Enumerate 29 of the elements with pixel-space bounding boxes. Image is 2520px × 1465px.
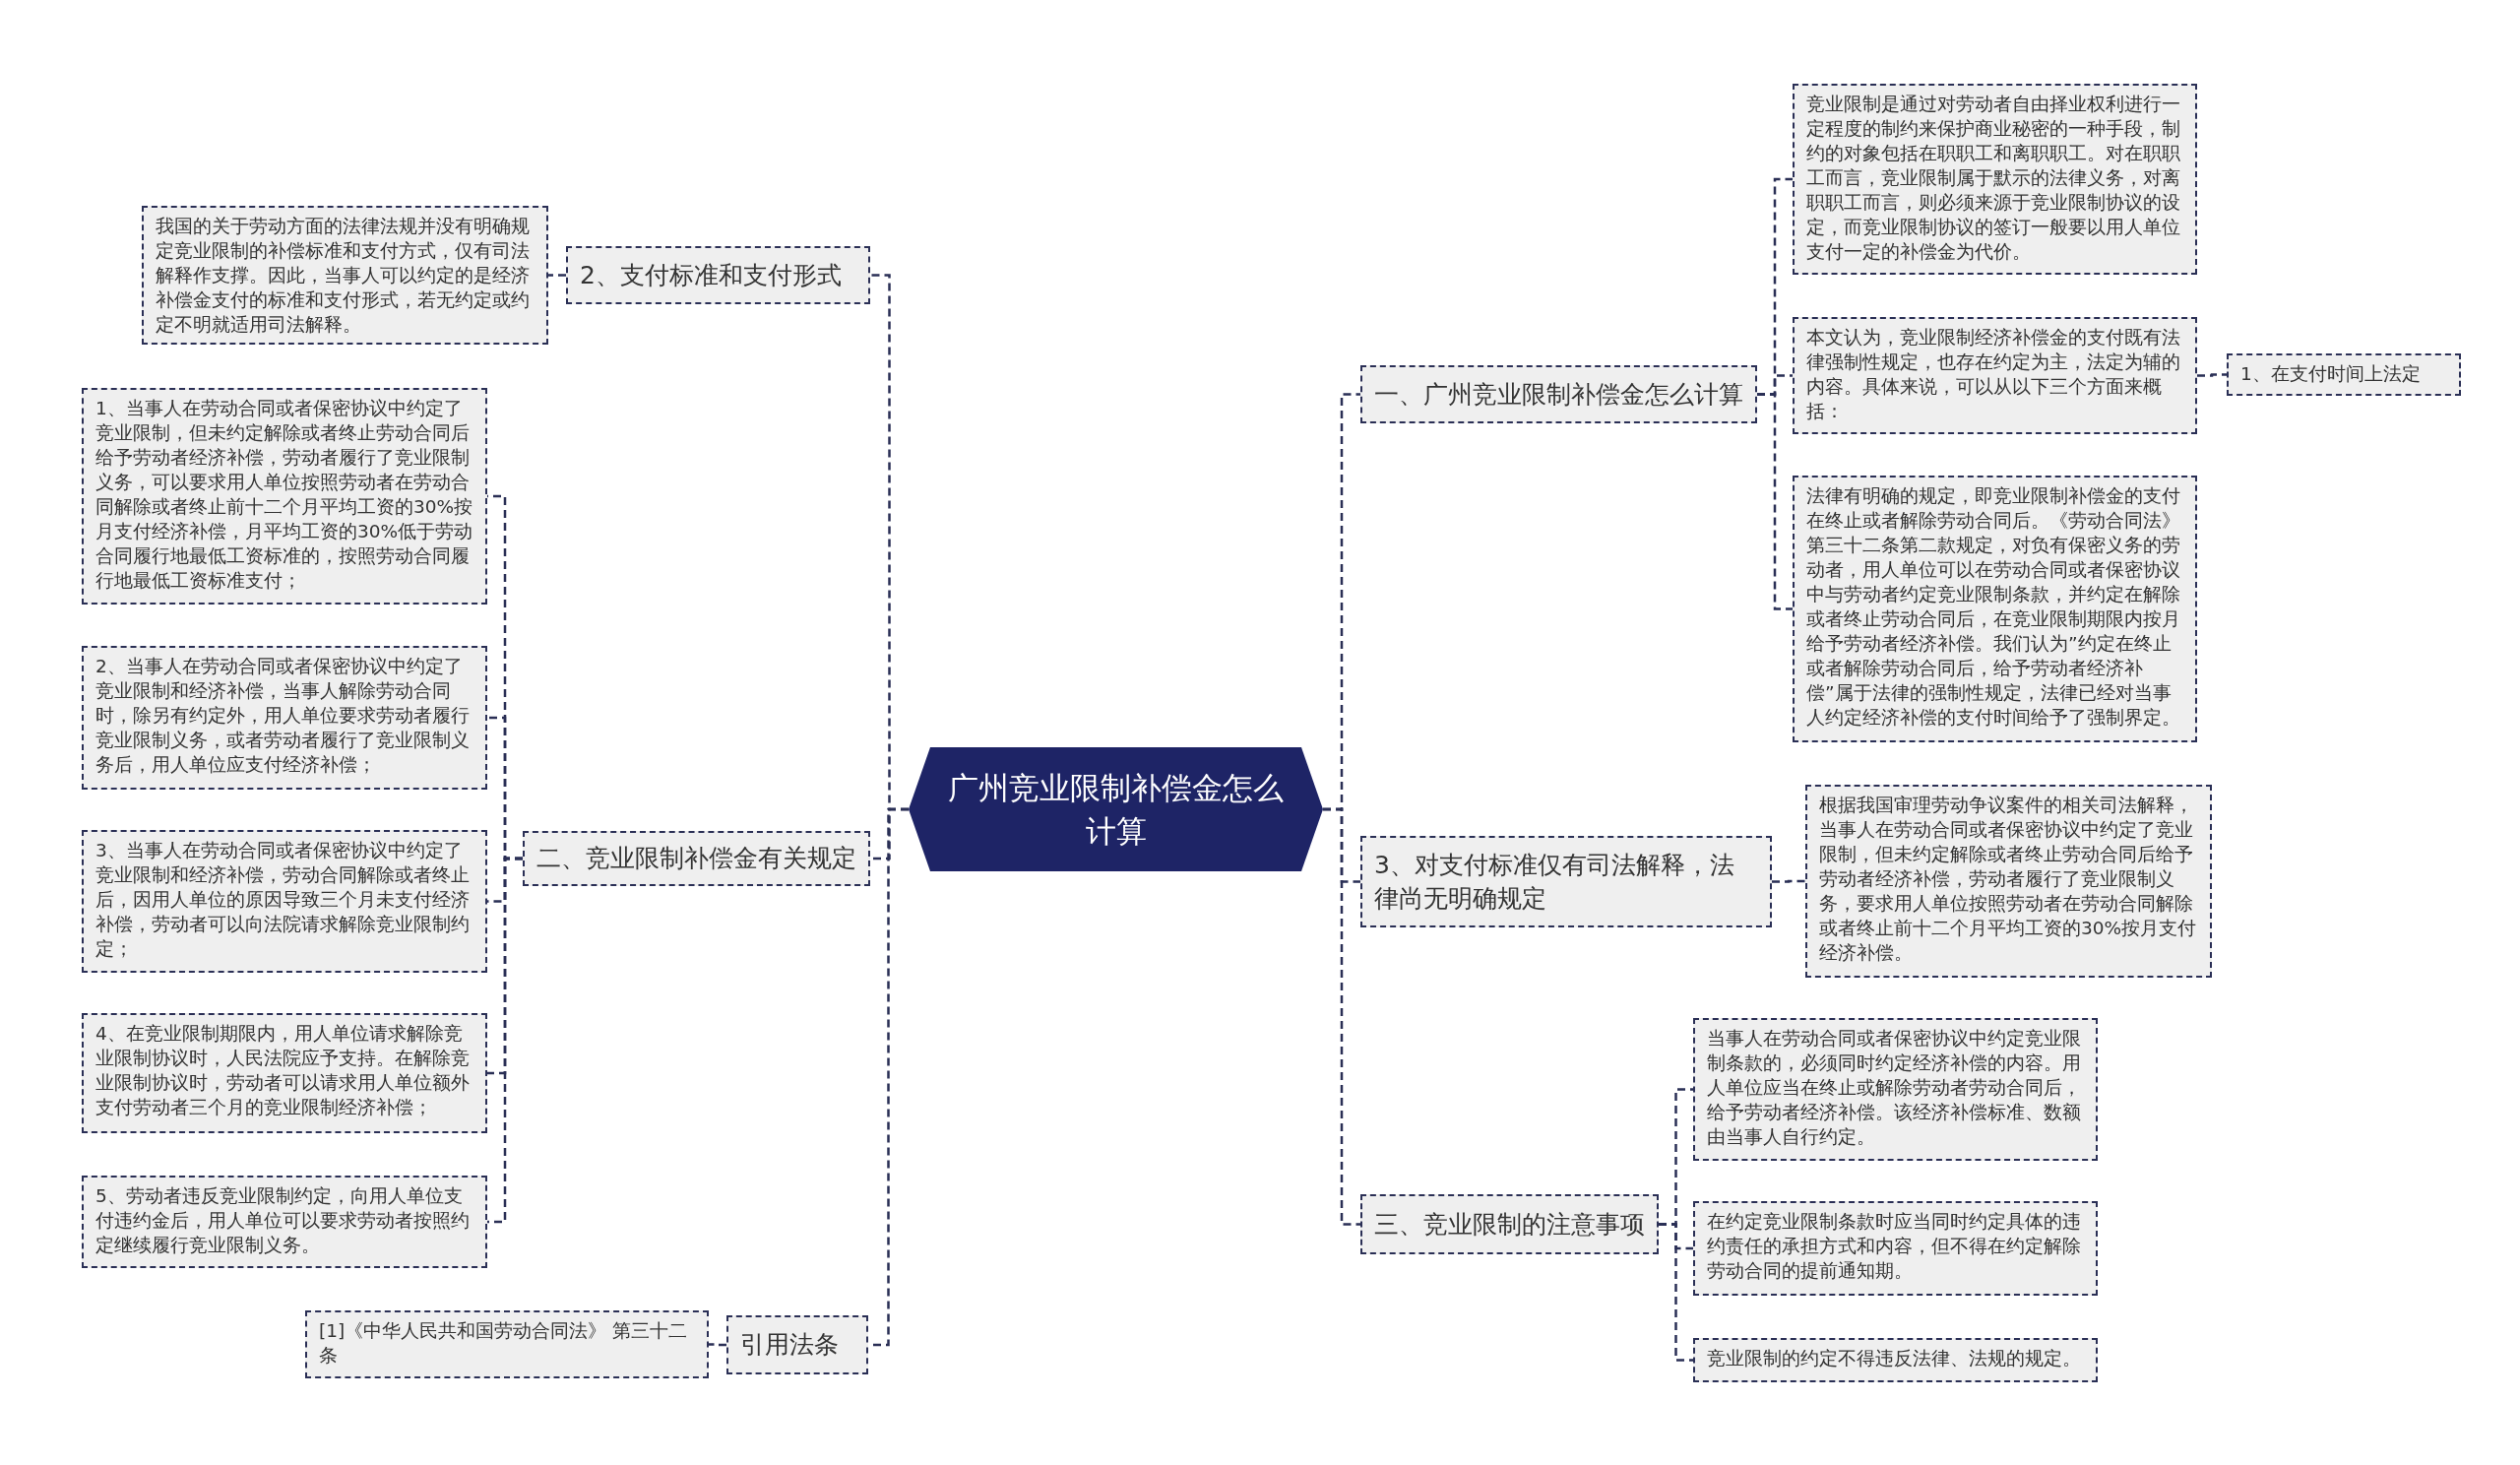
topic-box: 引用法条 <box>726 1315 868 1374</box>
topic-box: 二、竞业限制补偿金有关规定 <box>523 831 870 886</box>
note-box: 当事人在劳动合同或者保密协议中约定竞业限制条款的，必须同时约定经济补偿的内容。用人单位应当在终止或解除劳动者劳动合同后，给予劳动者经济补偿。该经济补偿标准、数额由当事人自行约定。 <box>1693 1018 2098 1161</box>
connector <box>2197 373 2227 377</box>
central-topic-hexagon: 广州竞业限制补偿金怎么计算 <box>909 747 1323 871</box>
connector <box>1659 1223 1693 1362</box>
connector <box>709 1343 726 1347</box>
note-box: [1]《中华人民共和国劳动合同法》 第三十二条 <box>305 1310 709 1378</box>
topic-box: 一、广州竞业限制补偿金怎么计算 <box>1360 365 1757 423</box>
connector <box>1323 807 1360 1226</box>
connector <box>548 274 566 277</box>
note-box: 根据我国审理劳动争议案件的相关司法解释，当事人在劳动合同或者保密协议中约定了竞业限制，但未约定解除或者终止劳动合同后给予劳动者经济补偿，劳动者履行了竞业限制义务，要求用人单位按照劳动者在劳动合同解除或者终止前十二个月平均工资的30%按月支付经济补偿。 <box>1805 785 2212 978</box>
note-box: 在约定竞业限制条款时应当同时约定具体的违约责任的承担方式和内容，但不得在约定解除劳动合同的提前通知期。 <box>1693 1201 2098 1296</box>
note-box: 3、当事人在劳动合同或者保密协议中约定了竞业限制和经济补偿，劳动合同解除或者终止后，因用人单位的原因导致三个月未支付经济补偿，劳动者可以向法院请求解除竞业限制约定； <box>82 830 487 973</box>
note-box: 2、当事人在劳动合同或者保密协议中约定了竞业限制和经济补偿，当事人解除劳动合同时，除另有约定外，用人单位要求劳动者履行竞业限制义务，或者劳动者履行了竞业限制义务后，用人单位应支付经济补偿； <box>82 646 487 790</box>
topic-box: 三、竞业限制的注意事项 <box>1360 1194 1659 1254</box>
note-box: 本文认为，竞业限制经济补偿金的支付既有法律强制性规定，也存在约定为主，法定为辅的内容。具体来说，可以从以下三个方面来概括： <box>1793 317 2197 434</box>
note-box: 竞业限制是通过对劳动者自由择业权利进行一定程度的制约来保护商业秘密的一种手段，制约的对象包括在职职工和离职职工。对在职职工而言，竞业限制属于默示的法律义务，对离职职工而言，则必须来源于竞业限制协议的设定，而竞业限制协议的签订一般要以用人单位支付一定的补偿金为代价。 <box>1793 84 2197 275</box>
connector <box>1757 393 1793 610</box>
topic-box: 2、支付标准和支付形式 <box>566 246 870 304</box>
note-box: 1、当事人在劳动合同或者保密协议中约定了竞业限制，但未约定解除或者终止劳动合同后给予劳动者经济补偿，劳动者履行了竞业限制义务，可以要求用人单位按照劳动者在劳动合同解除或者终止前十二个月平均工资的30%按月支付经济补偿，月平均工资的30%低于劳动合同履行地最低工资标准的，按照劳动合同履行地最低工资标准支付； <box>82 388 487 605</box>
note-box: 竞业限制的约定不得违反法律、法规的规定。 <box>1693 1338 2098 1382</box>
connector <box>1772 879 1805 883</box>
note-box: 4、在竞业限制期限内，用人单位请求解除竞业限制协议时，人民法院应予支持。在解除竞业限制协议时，劳动者可以请求用人单位额外支付劳动者三个月的竞业限制经济补偿； <box>82 1013 487 1133</box>
topic-box: 3、对支付标准仅有司法解释，法律尚无明确规定 <box>1360 836 1772 927</box>
note-box: 我国的关于劳动方面的法律法规并没有明确规定竞业限制的补偿标准和支付方式，仅有司法解释作支撑。因此，当事人可以约定的是经济补偿金支付的标准和支付形式，若无约定或约定不明就适用司法解释。 <box>142 206 548 345</box>
note-box: 法律有明确的规定，即竞业限制补偿金的支付在终止或者解除劳动合同后。《劳动合同法》第三十二条第二款规定，对负有保密义务的劳动者，用人单位可以在劳动合同或者保密协议中与劳动者约定竞业限制条款，并约定在解除或者终止劳动合同后，在竞业限制期限内按月给予劳动者经济补偿。我们认为”约定在终止或者解除劳动合同后，给予劳动者经济补偿”属于法律的强制性规定，法律已经对当事人约定经济补偿的支付时间给予了强制界定。 <box>1793 476 2197 742</box>
note-box: 5、劳动者违反竞业限制约定，向用人单位支付违约金后，用人单位可以要求劳动者按照约定继续履行竞业限制义务。 <box>82 1176 487 1268</box>
note-box: 1、在支付时间上法定 <box>2227 353 2461 396</box>
